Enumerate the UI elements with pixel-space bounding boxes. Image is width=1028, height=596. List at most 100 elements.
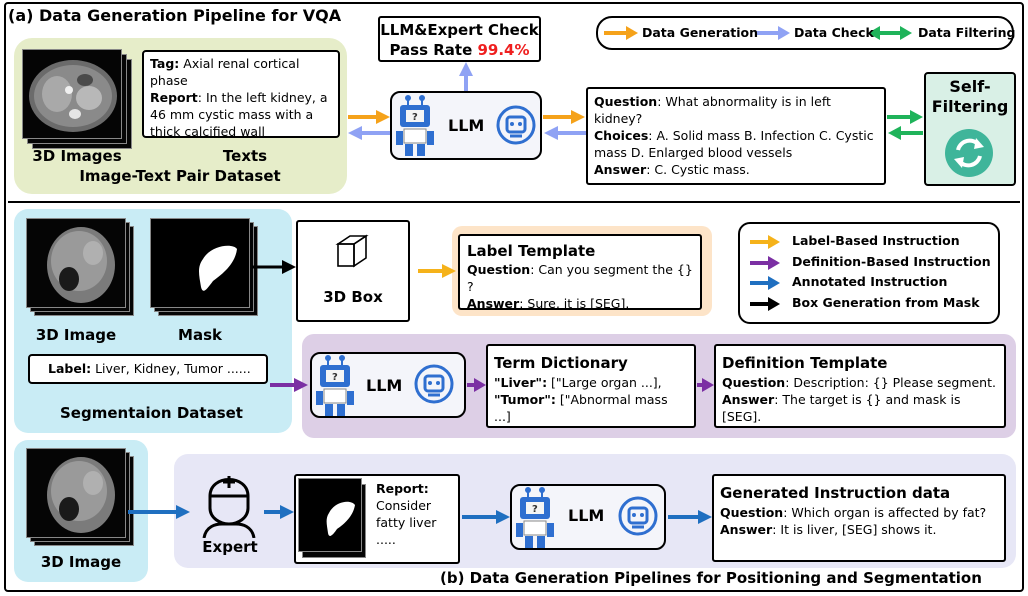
label-template-a-value: : Sure, it is [SEG]. (519, 296, 630, 311)
question-value: : What abnormality is in left kidney? (594, 94, 831, 126)
question-key: Question (594, 94, 658, 109)
top-flow-arrows (348, 62, 923, 140)
pass-rate-label: Pass Rate (389, 41, 478, 59)
check-title: LLM&Expert Check (380, 21, 539, 39)
definition-template-box: Definition Template Question: Descriptio… (714, 344, 1006, 428)
generated-q-value: : Which organ is affected by fat? (783, 505, 987, 520)
arrow-llm-to-dataset-check (348, 126, 390, 140)
caption-expert: Expert (202, 538, 258, 556)
svg-text:?: ? (532, 504, 538, 515)
report-key: Report (150, 90, 198, 105)
term-value-tumor: ["Abnormal mass ...] (494, 392, 668, 424)
caption-mask: Mask (178, 326, 222, 344)
legend-arrow-filtering (868, 26, 912, 40)
svg-text:?: ? (332, 372, 338, 383)
pass-rate-value: 99.4% (477, 41, 530, 59)
term-key-liver: "Liver": (494, 375, 548, 390)
legend-arrow-check (756, 26, 790, 40)
robot-icon-bottom: ? (516, 487, 554, 548)
arrow-qa-to-llm-check (544, 126, 586, 140)
generated-instruction-box: Generated Instruction data Question: Whi… (712, 474, 1006, 562)
arrow-image-to-expert (128, 505, 190, 519)
label-list-box: Label: Liver, Kidney, Tumor ...... (28, 354, 268, 384)
openai-logo-icon-bottom (618, 496, 658, 536)
llm-expert-check-box: LLM&Expert Check Pass Rate 99.4% (378, 16, 541, 62)
openai-logo-icon (496, 105, 536, 145)
llm-label-bottom: LLM (568, 506, 605, 525)
middle-flow-arrows (252, 260, 714, 392)
llm-box-middle (310, 352, 466, 418)
cube-icon (335, 234, 369, 268)
llm-label-middle: LLM (366, 376, 403, 395)
section-divider (8, 201, 1020, 203)
arrow-llm-to-term-dictionary (467, 378, 486, 392)
legend-arrow-label-based (750, 235, 780, 249)
label-template-q-key: Question (467, 262, 531, 277)
legend-label-generation: Data Generation (642, 25, 759, 40)
instruction-legend-arrows (750, 235, 780, 311)
label-template-box: Label Template Question: Can you segment… (458, 234, 702, 311)
arrow-mask-to-3d-box (252, 260, 296, 274)
openai-logo-icon-middle (414, 364, 454, 404)
caption-3d-images: 3D Images (32, 147, 122, 165)
self-filtering-line2: Filtering (931, 97, 1009, 116)
tag-key: Tag: (150, 56, 180, 71)
generated-q-key: Question (720, 505, 784, 520)
legend-label-label-based: Label-Based Instruction (792, 233, 960, 248)
legend-label-check: Data Check (794, 25, 874, 40)
section-b-title: (b) Data Generation Pipelines for Positi… (440, 569, 982, 587)
annotated-mask-image (298, 478, 362, 552)
answer-value: : C. Cystic mass. (646, 162, 750, 177)
arrow-expert-to-annotation (264, 505, 294, 519)
arrow-llm-to-check-box (459, 62, 473, 91)
legend-label-filtering: Data Filtering (918, 25, 1016, 40)
definition-a-value: : The target is {} and mask is [SEG]. (722, 392, 961, 424)
definition-q-key: Question (722, 375, 786, 390)
choices-value: : A. Solid mass B. Infection C. Cystic m… (594, 128, 874, 160)
ct-image-front (22, 49, 122, 139)
arrow-label-to-llm (270, 378, 308, 392)
report-note-value: Consider fatty liver ..... (376, 498, 437, 547)
legend-label-box-generation: Box Generation from Mask (792, 295, 980, 310)
definition-a-key: Answer (722, 392, 775, 407)
term-value-liver: ["Large organ ...], (547, 375, 662, 390)
caption-bottom-3d-image: 3D Image (40, 553, 122, 571)
arrow-filter-exchange (887, 110, 923, 140)
definition-template-title: Definition Template (722, 354, 888, 372)
label-key: Label: (48, 361, 92, 376)
legend-arrow-generation (604, 26, 638, 40)
arrow-dataset-to-llm (348, 110, 390, 124)
llm-label-top: LLM (448, 116, 485, 135)
legend-label-definition-based: Definition-Based Instruction (792, 254, 991, 269)
3d-box-label: 3D Box (323, 288, 383, 306)
label-template-a-key: Answer (467, 296, 520, 311)
legend-label-annotated: Annotated Instruction (792, 274, 948, 289)
generated-a-value: : It is liver, [SEG] shows it. (772, 522, 937, 537)
pass-rate-line: Pass Rate 99.4% (380, 40, 539, 60)
label-values: Liver, Kidney, Tumor ...... (91, 361, 251, 376)
caption-segmentation-dataset: Segmentaion Dataset (60, 404, 243, 422)
self-filtering-line1: Self- (949, 77, 991, 96)
term-key-tumor: "Tumor": (494, 392, 556, 407)
legend-arrow-annotated (750, 276, 780, 290)
mask-image (150, 218, 250, 308)
legend-arrow-definition-based (750, 256, 780, 270)
caption-texts: Texts (222, 147, 268, 165)
term-dictionary-title: Term Dictionary (494, 354, 628, 372)
instruction-legend (738, 222, 1000, 324)
label-template-q-value: : Can you segment the {} ? (467, 262, 693, 294)
arrow-term-to-definition (697, 378, 714, 392)
caption-seg-3d-image: 3D Image (35, 326, 117, 344)
legend-arrow-box-generation (750, 297, 780, 311)
3d-box-card (296, 220, 410, 322)
arrow-llm-to-qa (543, 110, 585, 124)
section-a-title: (a) Data Generation Pipeline for VQA (8, 6, 342, 25)
tag-value: Axial renal cortical phase (150, 56, 300, 88)
report-text-box: Tag: Axial renal cortical phase Report: … (142, 50, 340, 139)
caption-image-text-dataset: Image-Text Pair Dataset (79, 167, 281, 185)
generated-a-key: Answer (720, 522, 773, 537)
doctor-icon (202, 476, 256, 538)
choices-key: Choices (594, 128, 649, 143)
vqa-sample-box: Question: What abnormality is in left ki… (586, 87, 886, 185)
report-value: : In the left kidney, a 46 mm cystic mas… (150, 90, 328, 139)
